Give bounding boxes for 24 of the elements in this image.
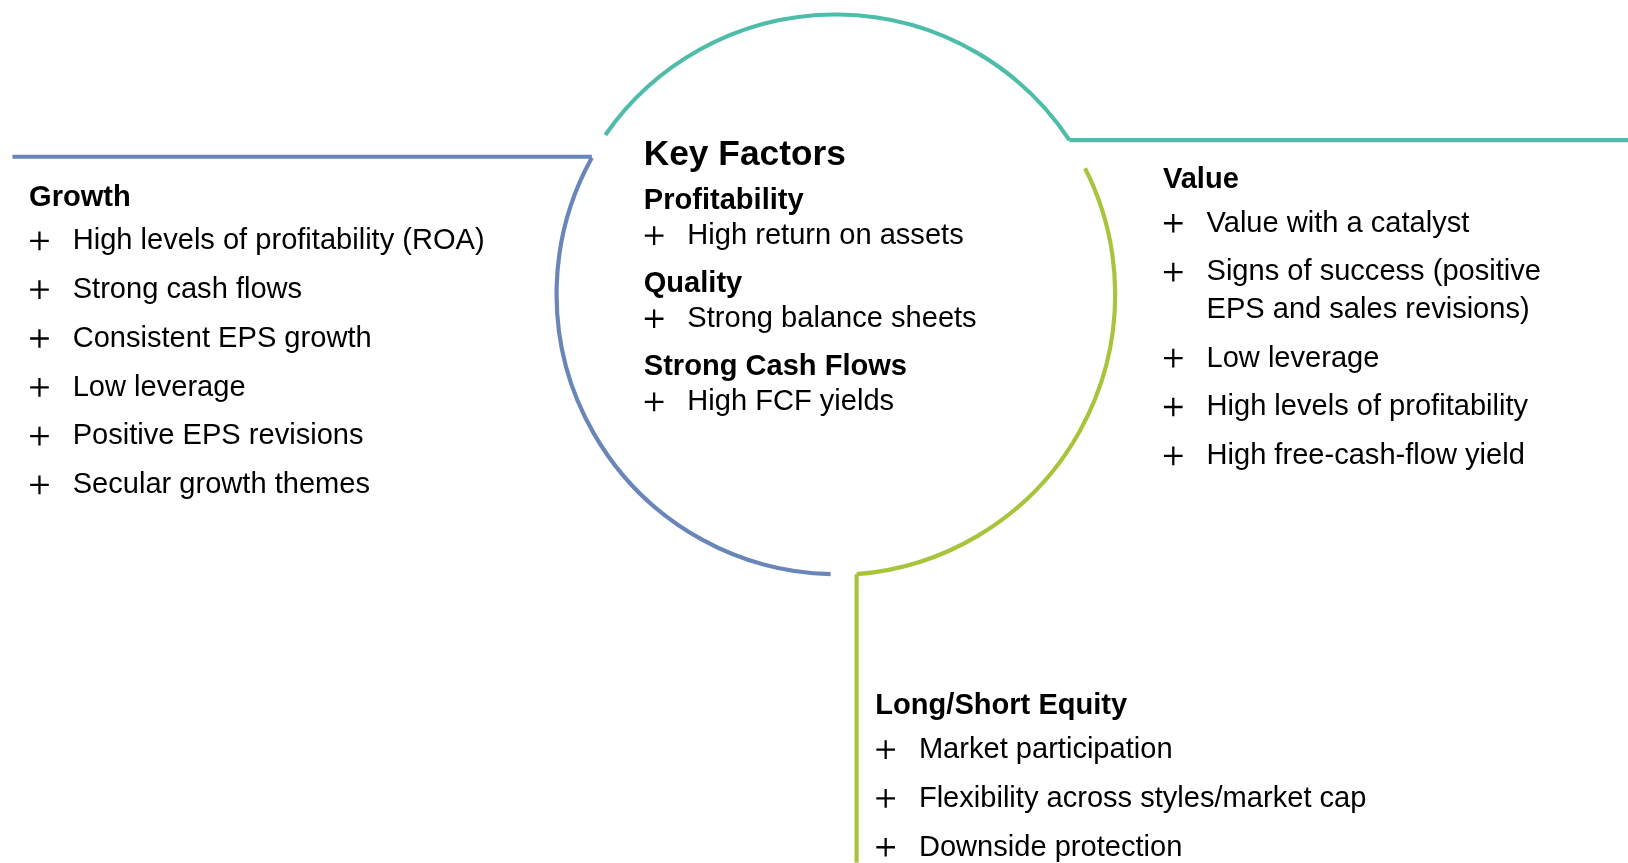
list-item: High FCF yields [687, 383, 895, 419]
circle-title: Key Factors [643, 132, 847, 173]
list-item: Low leverage [72, 368, 246, 404]
section-heading: Strong Cash Flows [643, 348, 909, 383]
list-item: High return on assets [687, 217, 964, 253]
list-item: Consistent EPS growth [72, 319, 372, 355]
section-heading: Quality [643, 265, 744, 300]
list-item: Strong balance sheets [687, 300, 977, 336]
section-heading: Value [1162, 161, 1240, 196]
list-item: Flexibility across styles/market cap [918, 779, 1367, 815]
list-item: High levels of profitability [1206, 388, 1529, 424]
section-heading: Long/Short Equity [875, 688, 1129, 722]
list-item: Signs of success (positive EPS and sales revisions) [1206, 253, 1542, 326]
list-item: Value with a catalyst [1206, 204, 1470, 240]
section-heading: Growth [29, 179, 132, 213]
list-item: Low leverage [1206, 339, 1380, 375]
list-item: High levels of profitability (ROA) [72, 222, 485, 258]
list-item: Downside protection [918, 828, 1183, 863]
list-item: High free-cash-flow yield [1206, 437, 1525, 473]
list-item: Market participation [918, 731, 1173, 767]
list-item: Secular growth themes [72, 466, 370, 502]
list-item: Positive EPS revisions [72, 417, 364, 453]
section-heading: Profitability [643, 182, 805, 216]
list-item: Strong cash flows [72, 271, 303, 307]
